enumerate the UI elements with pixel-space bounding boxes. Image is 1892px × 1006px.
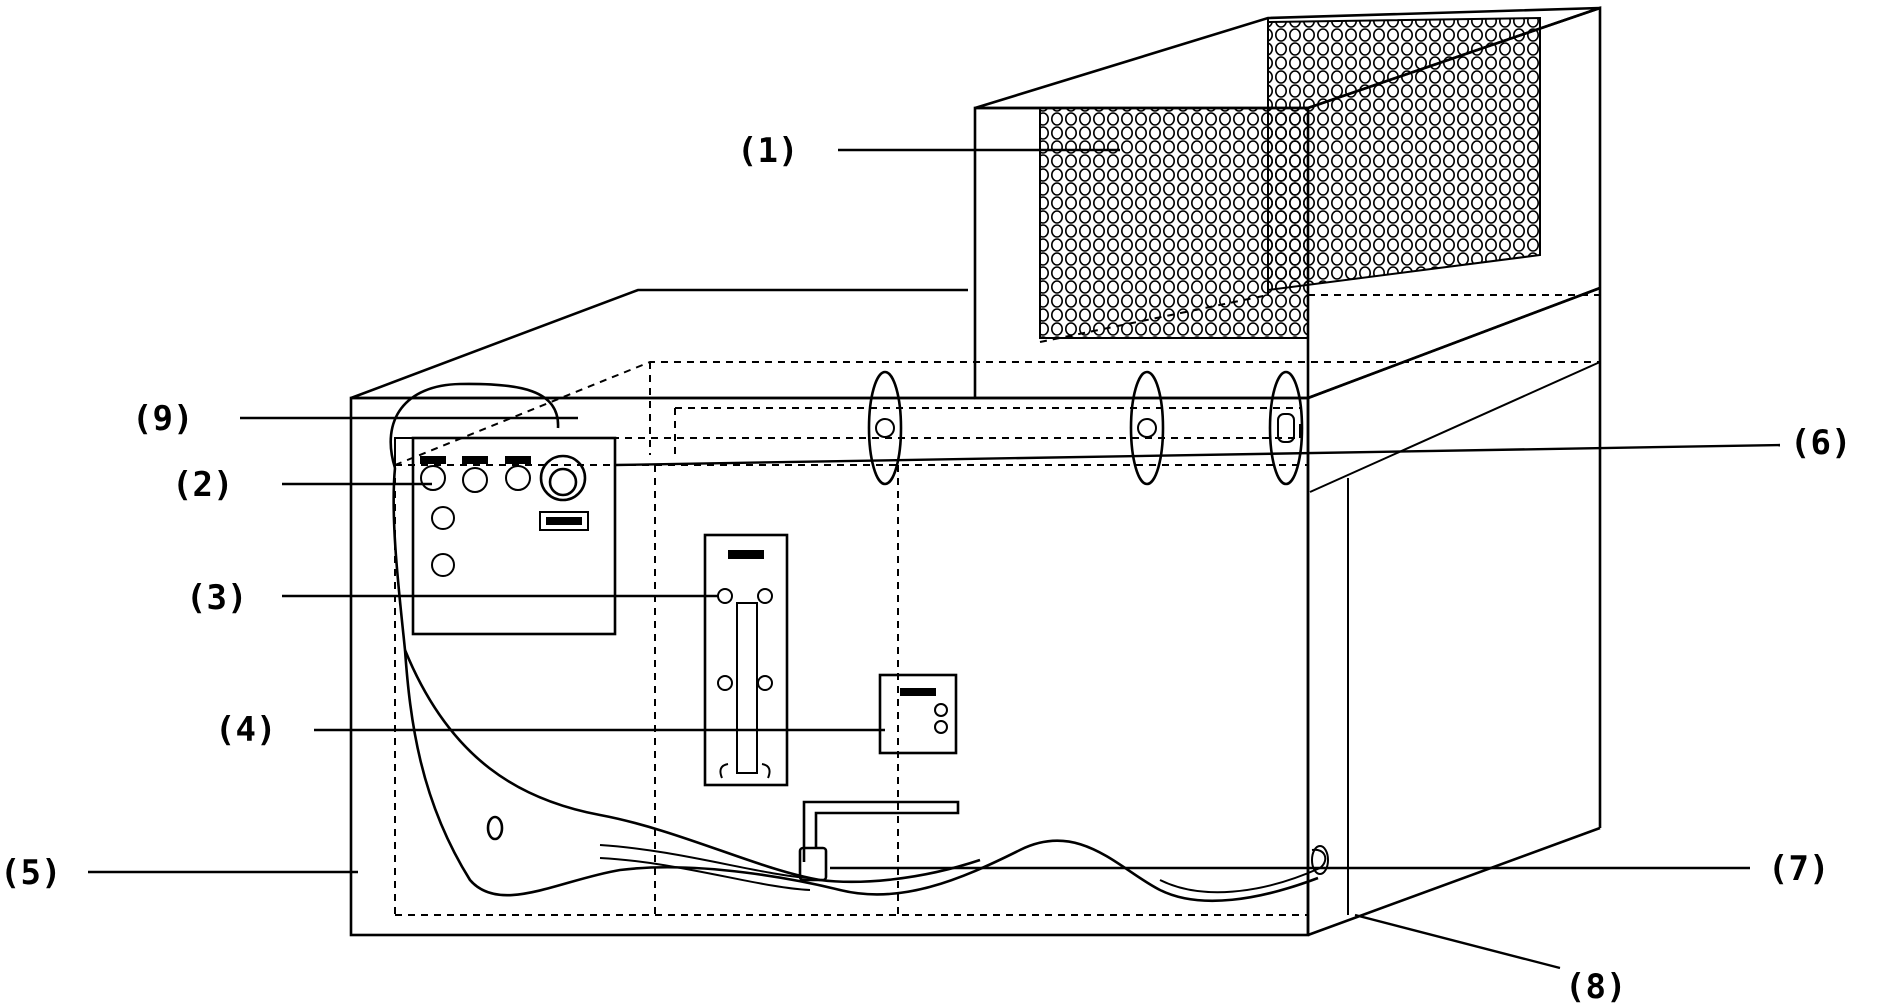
pipe-supports — [867, 370, 1304, 486]
leader-lines — [88, 148, 1781, 970]
callout-label-7: (7) — [1768, 849, 1829, 889]
hoses — [389, 382, 1329, 903]
leader-6 — [614, 443, 1781, 467]
controller-box — [878, 673, 958, 755]
callout-label-4: (4) — [215, 710, 276, 750]
callout-label-8: (8) — [1565, 967, 1626, 1006]
callout-labels: (1) (2) (3) (4) (5) (6) (7) (8) (9) — [0, 131, 1851, 1006]
callout-label-3: (3) — [186, 578, 247, 618]
mesh-screen — [1039, 16, 1541, 339]
control-panel — [394, 436, 617, 636]
callout-label-2: (2) — [172, 465, 233, 505]
callout-label-1: (1) — [737, 131, 798, 171]
callout-label-6: (6) — [1790, 423, 1851, 463]
leader-8 — [1354, 913, 1561, 970]
callout-label-5: (5) — [0, 853, 61, 893]
flow-meter — [703, 533, 789, 787]
callout-label-9: (9) — [132, 399, 193, 439]
